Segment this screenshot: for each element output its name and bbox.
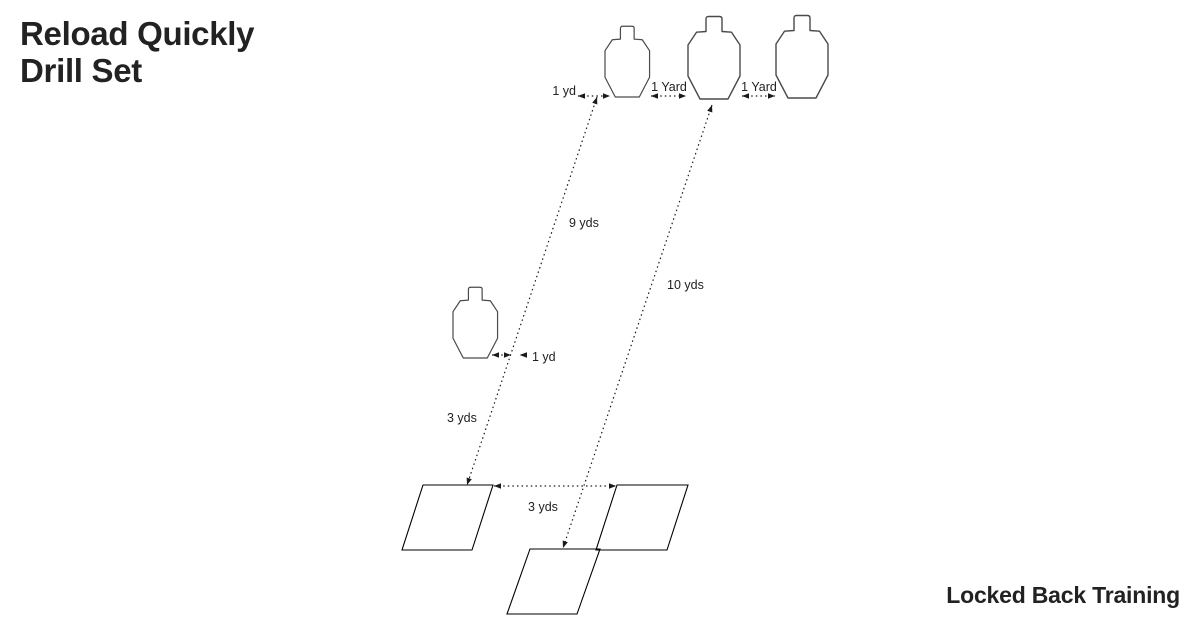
label-gap-target2-target3: 1 Yard [741,80,777,94]
page-title: Reload Quickly Drill Set [20,15,255,89]
distance-line-10yds [562,104,713,549]
shooting-box-bottom [506,548,601,615]
target-silhouette-top-left [604,25,651,98]
label-gap-box1-box2: 3 yds [528,500,558,514]
label-distance-9yds: 9 yds [569,216,599,230]
title-line-1: Reload Quickly [20,15,255,52]
label-target1-offset: 1 yd [552,84,576,98]
target-silhouette-top-right [775,14,829,99]
target-silhouette-middle [452,286,499,359]
label-mid-target-offset: 1 yd [532,350,556,364]
label-gap-target1-target2: 1 Yard [651,80,687,94]
target-silhouette-top-center [687,15,741,100]
label-distance-10yds: 10 yds [667,278,704,292]
label-distance-3yds-left: 3 yds [447,411,477,425]
brand-text: Locked Back Training [946,582,1180,608]
shooting-box-right [595,484,689,551]
distance-line-9yds-3yds [466,96,598,486]
leader-arrow-mid-label [519,352,527,358]
title-line-2: Drill Set [20,52,143,89]
shooting-box-left [401,484,494,551]
